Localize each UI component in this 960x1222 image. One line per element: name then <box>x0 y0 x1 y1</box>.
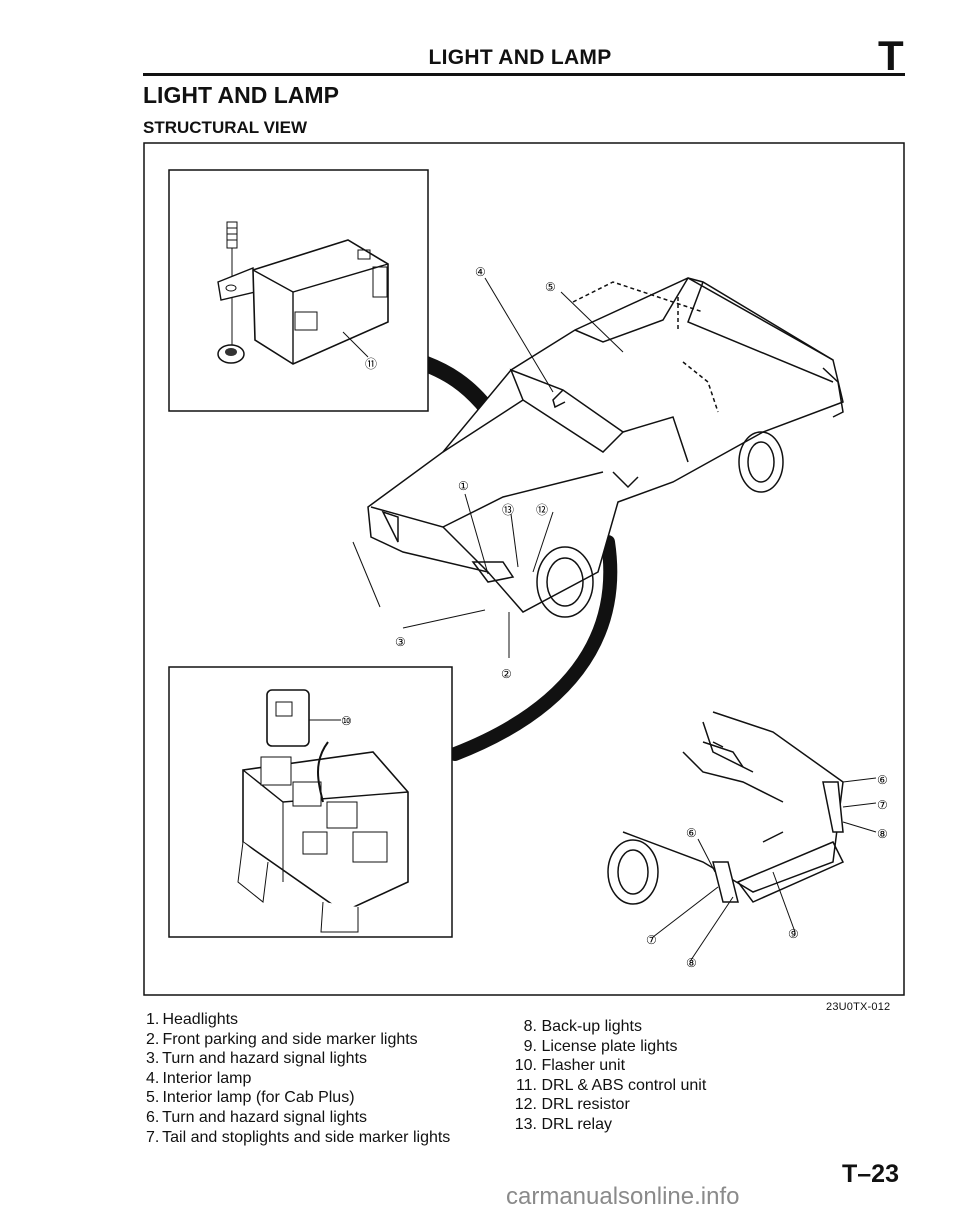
pickup-truck-front <box>367 277 844 618</box>
callout-8-lower: ⑧ <box>686 956 697 970</box>
legend-item: 7. Tail and stoplights and side marker l… <box>146 1128 451 1146</box>
legend-item: 9. License plate lights <box>523 1037 678 1055</box>
pickup-truck-rear <box>607 711 845 905</box>
callout-7-upper: ⑦ <box>877 798 888 812</box>
callout-2: ② <box>501 667 512 681</box>
callout-1: ① <box>458 479 469 493</box>
section-subtitle: STRUCTURAL VIEW <box>143 118 308 137</box>
structural-view-diagram: ⑪ ⑩ <box>143 142 905 996</box>
callout-6-upper: ⑥ <box>877 773 888 787</box>
legend-item: 10. Flasher unit <box>514 1057 626 1075</box>
legend-item: 2. Front parking and side marker lights <box>146 1030 418 1048</box>
callout-7-lower: ⑦ <box>646 933 657 947</box>
legend-item: 8. Back-up lights <box>523 1018 642 1035</box>
inset-relay-box: ⑩ <box>168 666 453 938</box>
running-header: LIGHT AND LAMP <box>428 46 612 69</box>
legend-right-column: 8. Back-up lights 9. License plate light… <box>505 1017 707 1135</box>
callout-11: ⑪ <box>365 357 377 371</box>
callout-10: ⑩ <box>341 714 352 728</box>
page-number: T–23 <box>842 1160 899 1188</box>
figure-id: 23U0TX-012 <box>826 1001 891 1013</box>
page-title: LIGHT AND LAMP <box>143 82 339 108</box>
legend-item: 6. Turn and hazard signal lights <box>146 1108 368 1126</box>
callout-4: ④ <box>475 265 486 279</box>
callout-9: ⑨ <box>788 927 799 941</box>
legend-item: 12. DRL resistor <box>514 1096 630 1114</box>
legend-item: 4. Interior lamp <box>146 1069 252 1087</box>
legend-item: 13. DRL relay <box>514 1115 612 1133</box>
watermark: carmanualsonline.info <box>506 1183 740 1210</box>
diagram-frame <box>143 142 905 996</box>
callout-12: ⑫ <box>536 503 548 517</box>
legend-left-column: 1. Headlights 2. Front parking and side … <box>146 1010 450 1147</box>
inset-control-unit: ⑪ <box>168 169 429 412</box>
legend-item: 1. Headlights <box>146 1011 239 1028</box>
callout-3: ③ <box>395 635 406 649</box>
legend-item: 5. Interior lamp (for Cab Plus) <box>146 1089 355 1107</box>
legend-item: 11. DRL & ABS control unit <box>515 1076 707 1094</box>
callout-8-upper: ⑧ <box>877 827 888 841</box>
inset-leader-bottom <box>448 535 618 761</box>
section-letter: T <box>878 32 904 79</box>
legend-item: 3. Turn and hazard signal lights <box>146 1050 368 1068</box>
header-rule <box>143 73 905 76</box>
callout-6-lower: ⑥ <box>686 826 697 840</box>
callout-5: ⑤ <box>545 280 556 294</box>
callout-13: ⑬ <box>502 503 514 517</box>
